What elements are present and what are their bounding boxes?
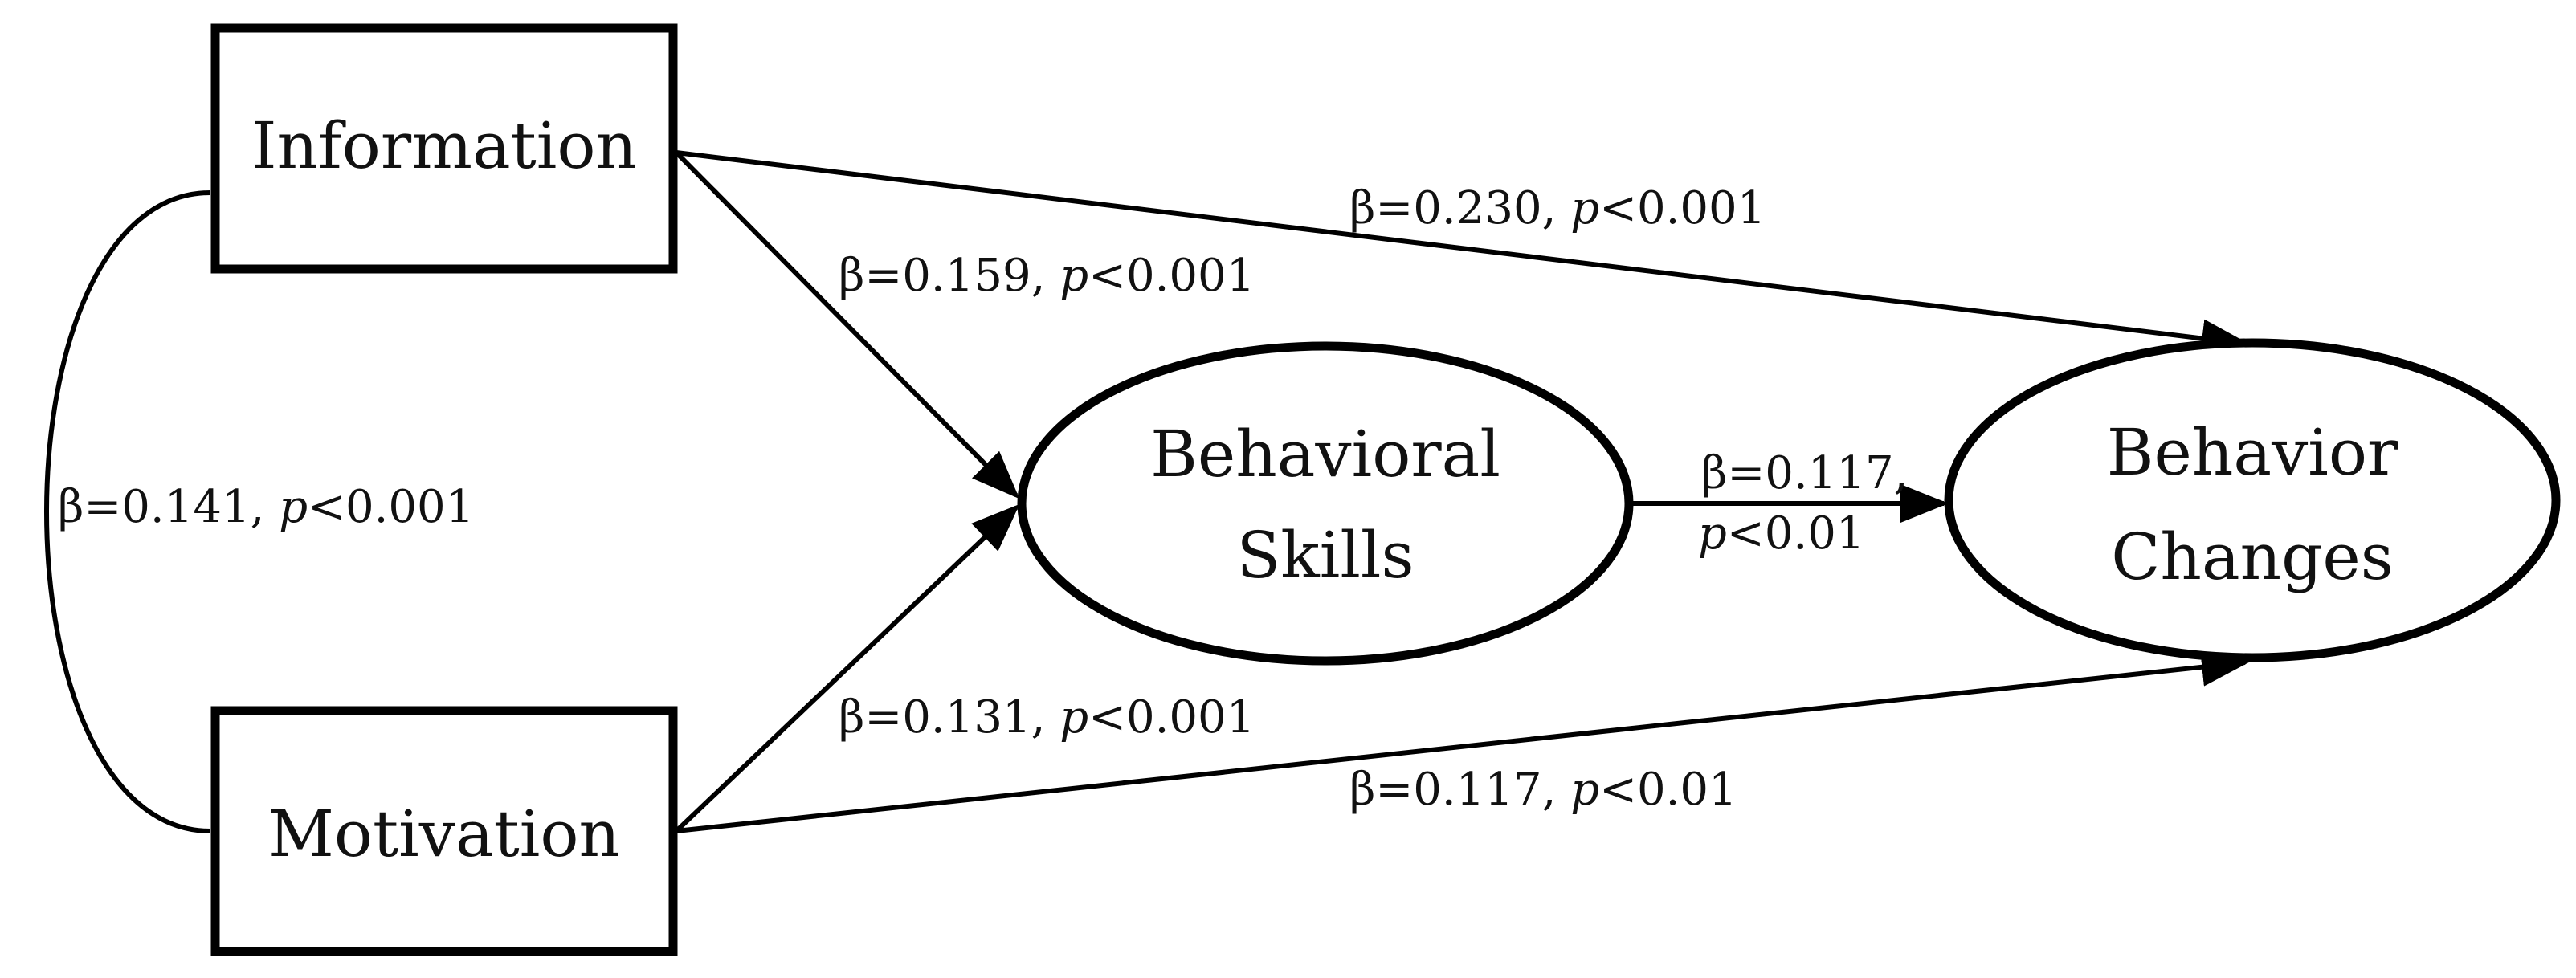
motivation-to-skills-arrow bbox=[674, 503, 1020, 833]
motivation-label: Motivation bbox=[268, 797, 620, 871]
info-skills-beta: β=0.159, bbox=[839, 250, 1059, 302]
info-motivation-p-value: <0.001 bbox=[308, 481, 474, 533]
info-motivation-coefficient: β=0.141, p<0.001 bbox=[58, 481, 474, 533]
info-motivation-beta: β=0.141, bbox=[58, 481, 279, 533]
motivation-changes-p-value: <0.01 bbox=[1599, 764, 1737, 816]
skills-changes-coefficient-line2: p<0.01 bbox=[1698, 507, 1864, 560]
motivation-changes-coefficient: β=0.117, p<0.01 bbox=[1349, 764, 1737, 816]
motivation-skills-p-value: <0.001 bbox=[1088, 691, 1255, 744]
motivation-changes-p-symbol: p bbox=[1570, 764, 1599, 816]
motivation-to-changes-arrow bbox=[676, 647, 2250, 833]
behavioral-skills-label-line2: Skills bbox=[1236, 518, 1414, 593]
info-changes-p-symbol: p bbox=[1570, 182, 1599, 234]
info-to-skills-arrow bbox=[674, 150, 1020, 499]
info-skills-p-value: <0.001 bbox=[1088, 250, 1255, 302]
info-changes-p-value: <0.001 bbox=[1599, 182, 1766, 234]
information-box bbox=[210, 23, 678, 274]
motivation-changes-beta: β=0.117, bbox=[1349, 764, 1570, 816]
motivation-skills-p-symbol: p bbox=[1059, 691, 1088, 744]
information-label: Information bbox=[251, 108, 637, 183]
skills-changes-coefficient-line1: β=0.117, bbox=[1701, 447, 1908, 499]
behavior-changes-ellipse bbox=[1944, 338, 2561, 662]
info-changes-coefficient: β=0.230, p<0.001 bbox=[1349, 182, 1766, 234]
info-changes-beta: β=0.230, bbox=[1349, 182, 1570, 234]
skills-changes-p-value: <0.01 bbox=[1727, 507, 1865, 560]
info-skills-p-symbol: p bbox=[1059, 250, 1088, 302]
behavior-changes-label-line1: Behavior bbox=[2107, 415, 2398, 490]
motivation-skills-beta: β=0.131, bbox=[839, 691, 1059, 744]
motivation-box bbox=[210, 706, 678, 956]
behavioral-skills-ellipse bbox=[1017, 341, 1634, 666]
behavioral-skills-label-line1: Behavioral bbox=[1150, 417, 1500, 491]
motivation-skills-coefficient: β=0.131, p<0.001 bbox=[839, 691, 1255, 744]
skills-changes-p-symbol: p bbox=[1698, 507, 1727, 560]
behavior-changes-label-line2: Changes bbox=[2111, 520, 2394, 594]
info-to-changes-arrow bbox=[676, 150, 2250, 358]
info-skills-coefficient: β=0.159, p<0.001 bbox=[839, 250, 1255, 302]
info-motivation-p-symbol: p bbox=[279, 481, 308, 533]
info-motivation-correlation-curve bbox=[44, 190, 211, 833]
